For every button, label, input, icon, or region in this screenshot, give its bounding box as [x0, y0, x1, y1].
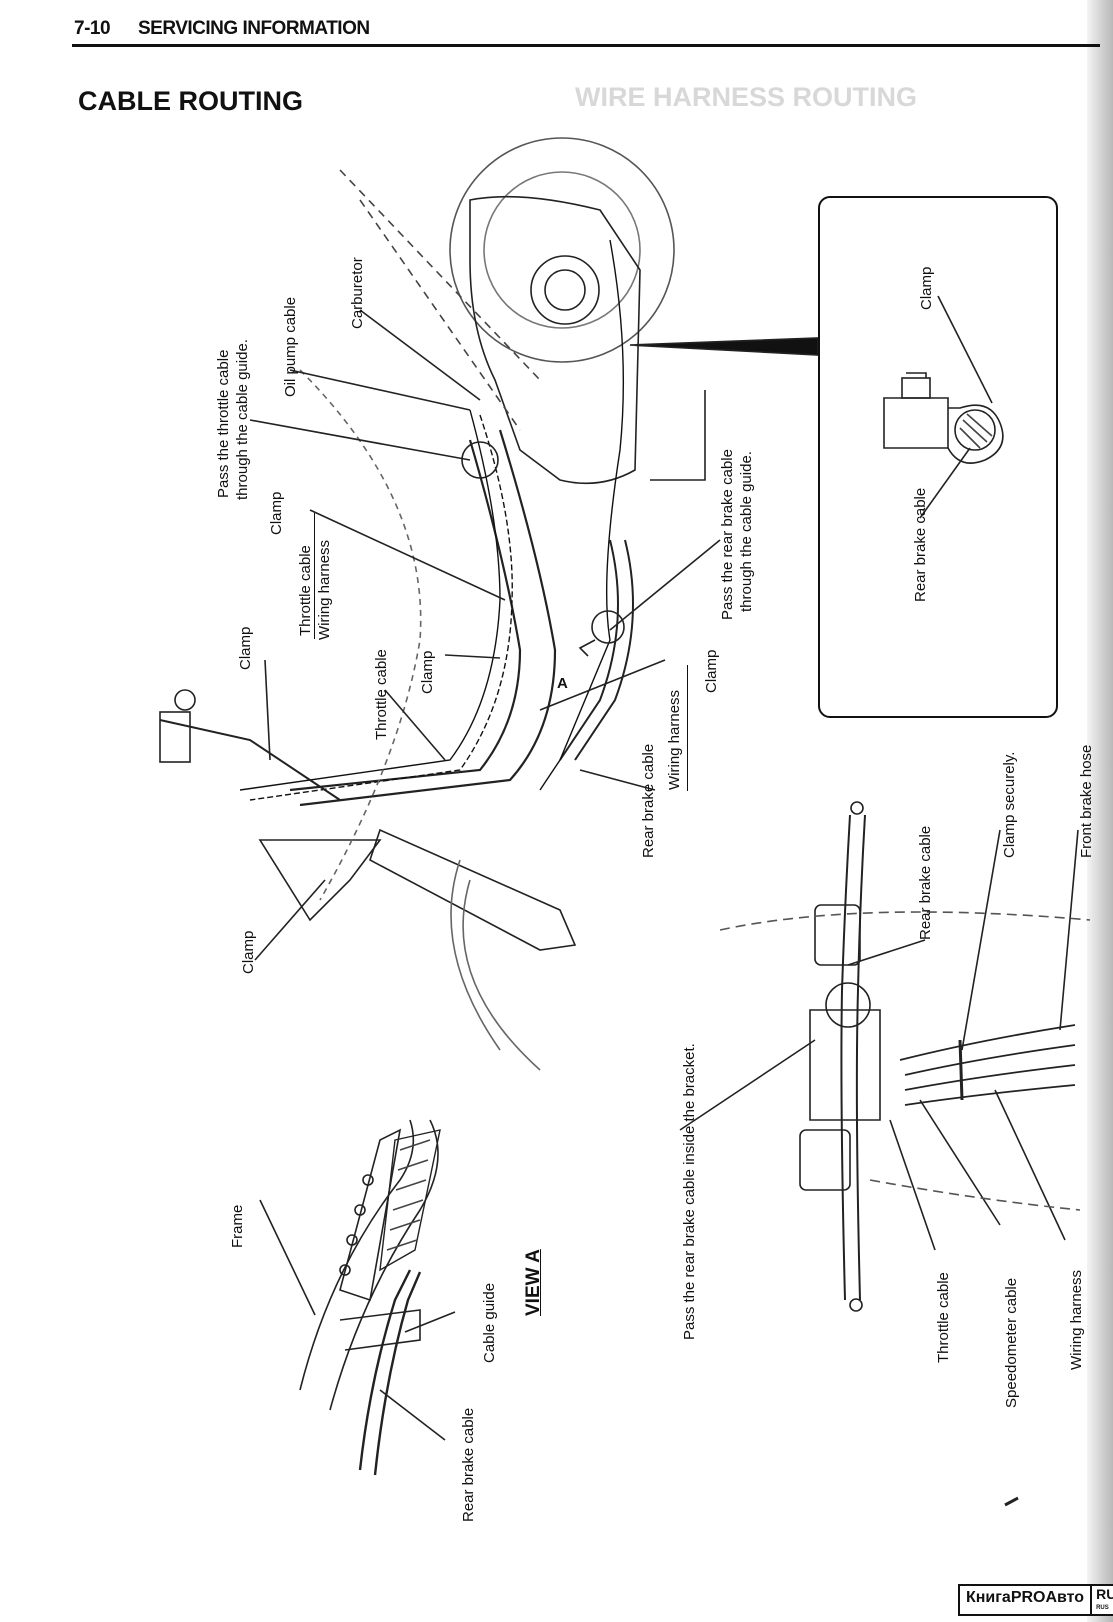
label-pass-throttle-line2: through the cable guide.	[234, 339, 251, 500]
page-binding-edge	[1087, 0, 1113, 1622]
label-cable-guide: Cable guide	[481, 1282, 498, 1363]
label-pass-rear-brake-line2: through the cable guide.	[738, 451, 755, 612]
label-throttle-cable-1: Throttle cable	[297, 545, 314, 636]
label-rear-brake-cable-2: Rear brake cable	[460, 1407, 477, 1522]
label-throttle-cable-2: Throttle cable	[373, 649, 390, 740]
throttle-cable-guide-circle	[461, 441, 499, 479]
view-a-title: VIEW A	[523, 1249, 544, 1316]
label-clamp-3: Clamp	[419, 650, 436, 694]
logo-ru-badge: RU RUS	[1092, 1586, 1113, 1614]
label-rear-brake-cable-3: Rear brake cable	[917, 825, 934, 940]
label-oil-pump-cable: Oil pump cable	[282, 296, 299, 397]
page-number: 7-10	[74, 18, 111, 39]
header-rule	[72, 44, 1100, 47]
headlight-bracket	[258, 839, 382, 922]
logo-ru-text: RU	[1096, 1586, 1113, 1602]
right-switch-housing	[814, 904, 861, 966]
label-wiring-harness-2: Wiring harness	[666, 689, 683, 790]
label-pass-rear-brake-bracket: Pass the rear brake cable inside the bra…	[681, 1043, 698, 1340]
engine-block	[469, 195, 641, 485]
publisher-logo: КнигаPROАвто RU RUS	[958, 1584, 1113, 1616]
label-frame: Frame	[229, 1204, 246, 1248]
label-divider-1	[314, 513, 315, 639]
rear-wheel	[449, 137, 675, 363]
handlebar-detail	[679, 801, 1091, 1312]
label-divider-2	[687, 665, 688, 791]
label-inset-clamp: Clamp	[918, 266, 935, 310]
section-title: CABLE ROUTING	[78, 86, 303, 116]
front-fork	[369, 828, 577, 951]
label-clamp-securely: Clamp securely.	[1001, 751, 1018, 858]
headlight-housing	[809, 1009, 881, 1121]
label-clamp-1: Clamp	[268, 491, 285, 535]
label-speedometer-cable: Speedometer cable	[1003, 1277, 1020, 1408]
label-wiring-harness-3: Wiring harness	[1068, 1269, 1085, 1370]
rear-brake-cable-guide-circle	[591, 610, 625, 644]
label-clamp-4: Clamp	[240, 930, 257, 974]
label-wiring-harness-1: Wiring harness	[316, 539, 333, 640]
frame-main-tube	[289, 439, 522, 792]
logo-text: КнигаPROАвто	[960, 1586, 1093, 1614]
label-front-brake-hose: Front brake hose	[1078, 744, 1095, 858]
view-a-detail	[259, 1119, 456, 1476]
inset-clamp-drawing	[883, 295, 1004, 519]
label-rear-brake-cable-1: Rear brake cable	[640, 743, 657, 858]
handlebar-clamp	[825, 982, 871, 1028]
bleed-through-text: WIRE HARNESS ROUTING	[575, 82, 918, 112]
label-pass-throttle-line1: Pass the throttle cable	[215, 349, 232, 498]
logo-rus-text: RUS	[1096, 1605, 1109, 1611]
left-switch-housing	[799, 1129, 851, 1191]
label-throttle-cable-3: Throttle cable	[935, 1272, 952, 1363]
label-clamp-2: Clamp	[237, 626, 254, 670]
view-a-arrow-label: A	[557, 675, 568, 692]
label-clamp-5: Clamp	[703, 649, 720, 693]
label-inset-rear-brake-cable: Rear brake cable	[912, 487, 929, 602]
engine-cover	[530, 255, 600, 325]
running-header: SERVICING INFORMATION	[138, 18, 370, 39]
label-carburetor: Carburetor	[349, 257, 366, 329]
handlebar-grip-end	[174, 689, 196, 711]
rear-brake-clamp-inset	[818, 196, 1058, 718]
label-pass-rear-brake-line1: Pass the rear brake cable	[719, 449, 736, 620]
